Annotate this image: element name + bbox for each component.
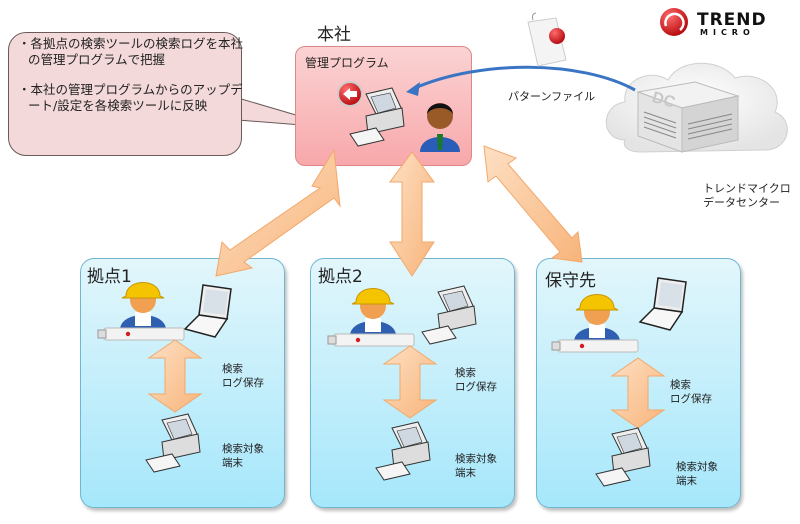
site2-target-label-line2: 端末 (455, 467, 476, 479)
sync-arrow-site1 (215, 148, 341, 277)
site-1-log-arrow (147, 339, 203, 413)
datacenter-icon: DC (636, 81, 740, 153)
site1-log-label-line1: 検索 (222, 363, 243, 375)
administrator-icon (420, 103, 460, 152)
site-2-log-arrow (382, 345, 438, 419)
callout-bullet-2: ・本社の管理プログラムからのアップデート/設定を各検索ツールに反映 (18, 82, 243, 113)
site3-target-label: 検索対象 端末 (676, 460, 718, 488)
site-1-laptop-icon (183, 284, 232, 338)
pattern-update-arrow (414, 65, 636, 92)
site-2-worker-icon (327, 288, 415, 347)
site1-target-label-line1: 検索対象 (222, 443, 264, 455)
site3-target-label-line2: 端末 (676, 475, 697, 487)
datacenter-label-line1: トレンドマイクロ (703, 182, 791, 195)
site2-target-label: 検索対象 端末 (455, 452, 497, 480)
site1-log-label-line2: ログ保存 (222, 377, 264, 389)
site2-log-label-line2: ログ保存 (455, 381, 497, 393)
dc-badge: DC (650, 89, 677, 112)
site-3-log-arrow (610, 357, 666, 429)
brand-sub: MICRO (700, 28, 755, 37)
site-2-desktop-icon (421, 285, 477, 345)
hq-computer-icon (349, 87, 405, 147)
management-program-label: 管理プログラム (305, 56, 389, 70)
site-1-icons (97, 282, 232, 473)
site3-log-label-line1: 検索 (670, 379, 691, 391)
site2-log-label-line1: 検索 (455, 367, 476, 379)
datacenter-label: トレンドマイクロ データセンター (703, 182, 791, 210)
site2-log-label: 検索 ログ保存 (455, 366, 497, 394)
site-title-3: 保守先 (545, 271, 596, 291)
site-2-icons (327, 285, 477, 481)
site-title-1: 拠点1 (87, 267, 132, 287)
site-3-worker-icon (551, 294, 639, 353)
pattern-arrow-head (406, 82, 420, 96)
sync-arrow-site2 (389, 151, 435, 277)
site-2-target-computer-icon (375, 421, 431, 481)
sync-arrow-site3 (483, 145, 583, 263)
site3-log-label: 検索 ログ保存 (670, 378, 712, 406)
pattern-file-label: パターンファイル (508, 90, 596, 103)
site-1-worker-icon (97, 282, 185, 341)
site2-target-label-line1: 検索対象 (455, 453, 497, 465)
brand-name: TREND (697, 10, 767, 30)
site3-log-label-line2: ログ保存 (670, 393, 712, 405)
site1-target-label-line2: 端末 (222, 457, 243, 469)
datacenter-label-line2: データセンター (703, 196, 780, 209)
site-title-2: 拠点2 (318, 267, 363, 287)
callout-bullet-1: ・各拠点の検索ツールの検索ログを本社の管理プログラムで把握 (18, 36, 244, 67)
site-3-target-computer-icon (595, 427, 651, 487)
site-3-laptop-icon (638, 277, 687, 331)
hq-title: 本社 (317, 25, 351, 45)
site1-log-label: 検索 ログ保存 (222, 362, 264, 390)
site3-target-label-line1: 検索対象 (676, 461, 718, 473)
pattern-file-icon (527, 12, 567, 67)
callout-box (8, 32, 242, 156)
site-3-icons (551, 277, 687, 487)
site-1-target-computer-icon (145, 413, 201, 473)
site1-target-label: 検索対象 端末 (222, 442, 264, 470)
callout-text: ・各拠点の検索ツールの検索ログを本社の管理プログラムで把握 ・本社の管理プログラ… (18, 36, 248, 128)
